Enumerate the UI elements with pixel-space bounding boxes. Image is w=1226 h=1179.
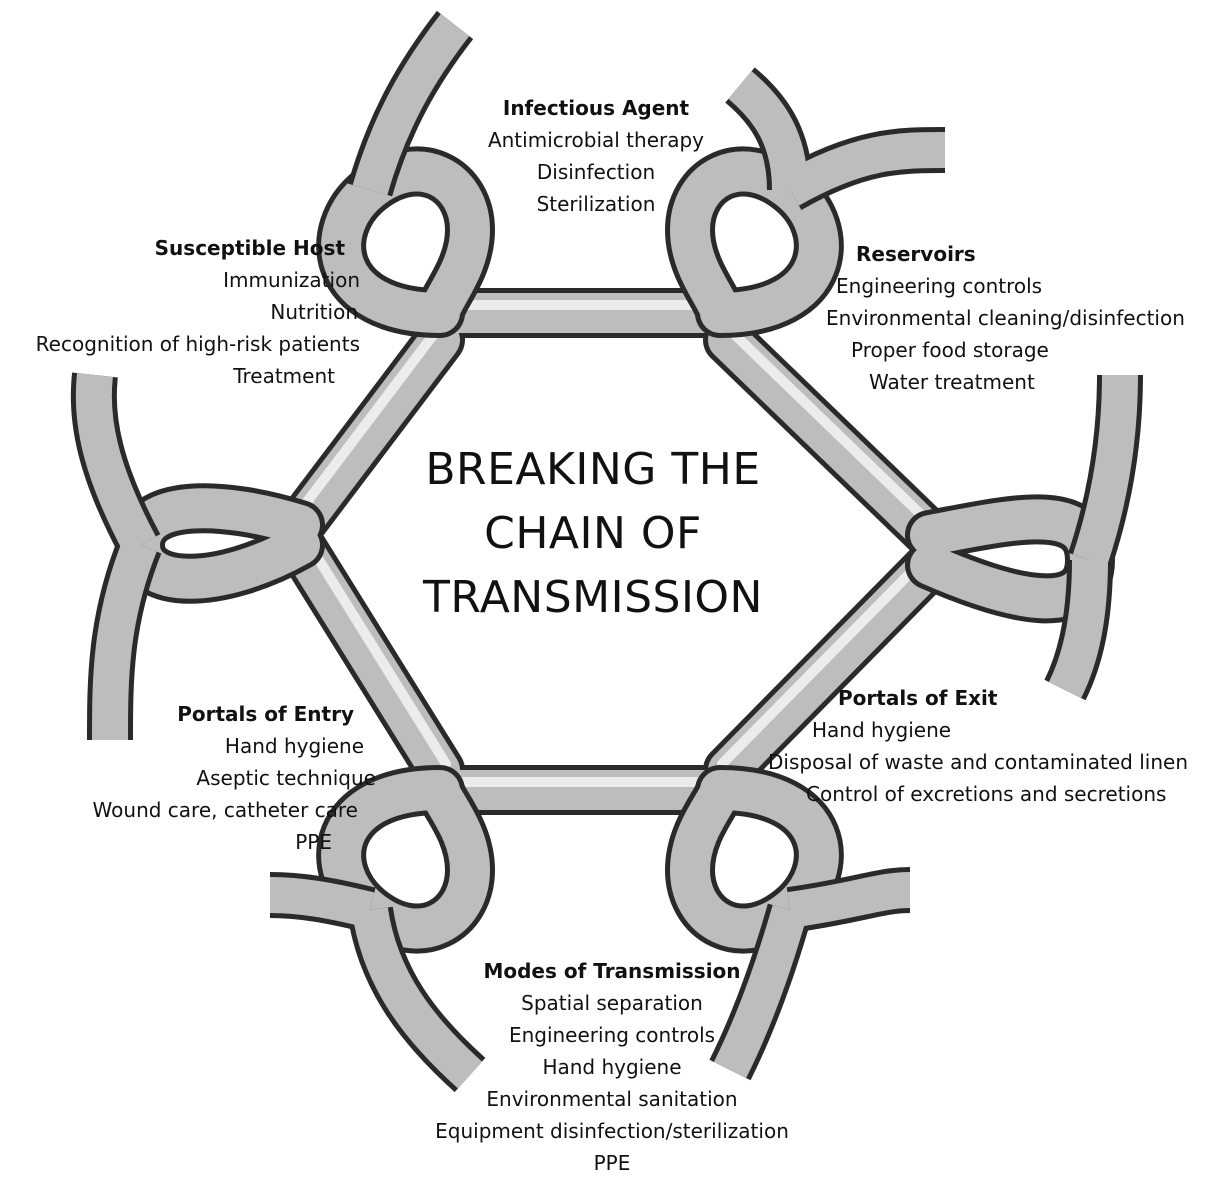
susceptible-host-block: Susceptible Host Immunization Nutrition …: [10, 232, 360, 392]
list-item: Hand hygiene: [812, 718, 952, 742]
broken-ends: [70, 10, 1143, 1093]
portals-of-exit-heading: Portals of Exit: [838, 686, 998, 710]
list-item: Aseptic technique: [196, 766, 376, 790]
diagram-title: BREAKING THE CHAIN OF TRANSMISSION: [393, 438, 793, 630]
susceptible-host-list: Immunization Nutrition Recognition of hi…: [10, 264, 360, 392]
list-item: Spatial separation: [521, 991, 703, 1015]
list-item: Disposal of waste and contaminated linen: [768, 750, 1188, 774]
list-item: Environmental sanitation: [486, 1087, 738, 1111]
list-item: Equipment disinfection/sterilization: [435, 1119, 789, 1143]
infectious-agent-heading: Infectious Agent: [502, 96, 690, 120]
portals-of-exit-block: Portals of Exit Hand hygiene Disposal of…: [762, 682, 1222, 810]
list-item: Immunization: [223, 268, 360, 292]
chain-links: [275, 288, 955, 815]
portals-of-exit-list: Hand hygiene Disposal of waste and conta…: [762, 714, 1222, 810]
modes-of-transmission-list: Spatial separation Engineering controls …: [412, 987, 812, 1179]
portals-of-entry-block: Portals of Entry Hand hygiene Aseptic te…: [40, 698, 376, 858]
reservoirs-list: Engineering controls Environmental clean…: [806, 270, 1226, 398]
title-line-2: CHAIN OF: [484, 508, 702, 559]
list-item: Wound care, catheter care: [92, 798, 358, 822]
list-item: Engineering controls: [508, 1023, 716, 1047]
portals-of-entry-heading: Portals of Entry: [177, 702, 354, 726]
list-item: PPE: [593, 1151, 631, 1175]
modes-of-transmission-block: Modes of Transmission Spatial separation…: [412, 955, 812, 1179]
list-item: Hand hygiene: [224, 734, 364, 758]
list-item: Proper food storage: [851, 338, 1049, 362]
modes-of-transmission-heading: Modes of Transmission: [483, 959, 741, 983]
list-item: Recognition of high-risk patients: [35, 332, 360, 356]
list-item: Water treatment: [869, 370, 1035, 394]
list-item: Treatment: [233, 364, 335, 388]
infectious-agent-list: Antimicrobial therapy Disinfection Steri…: [446, 124, 746, 220]
list-item: Control of excretions and secretions: [806, 782, 1167, 806]
list-item: Sterilization: [536, 192, 656, 216]
list-item: Engineering controls: [836, 274, 1043, 298]
list-item: PPE: [295, 830, 332, 854]
list-item: Hand hygiene: [542, 1055, 682, 1079]
reservoirs-block: Reservoirs Engineering controls Environm…: [806, 238, 1226, 398]
susceptible-host-heading: Susceptible Host: [154, 236, 345, 260]
list-item: Environmental cleaning/disinfection: [826, 306, 1185, 330]
title-line-3: TRANSMISSION: [423, 572, 763, 623]
infectious-agent-block: Infectious Agent Antimicrobial therapy D…: [446, 92, 746, 220]
portals-of-entry-list: Hand hygiene Aseptic technique Wound car…: [40, 730, 376, 858]
title-line-1: BREAKING THE: [425, 444, 761, 495]
list-item: Nutrition: [270, 300, 358, 324]
reservoirs-heading: Reservoirs: [856, 242, 976, 266]
list-item: Disinfection: [536, 160, 656, 184]
chain-loops: [114, 146, 1116, 954]
list-item: Antimicrobial therapy: [487, 128, 705, 152]
